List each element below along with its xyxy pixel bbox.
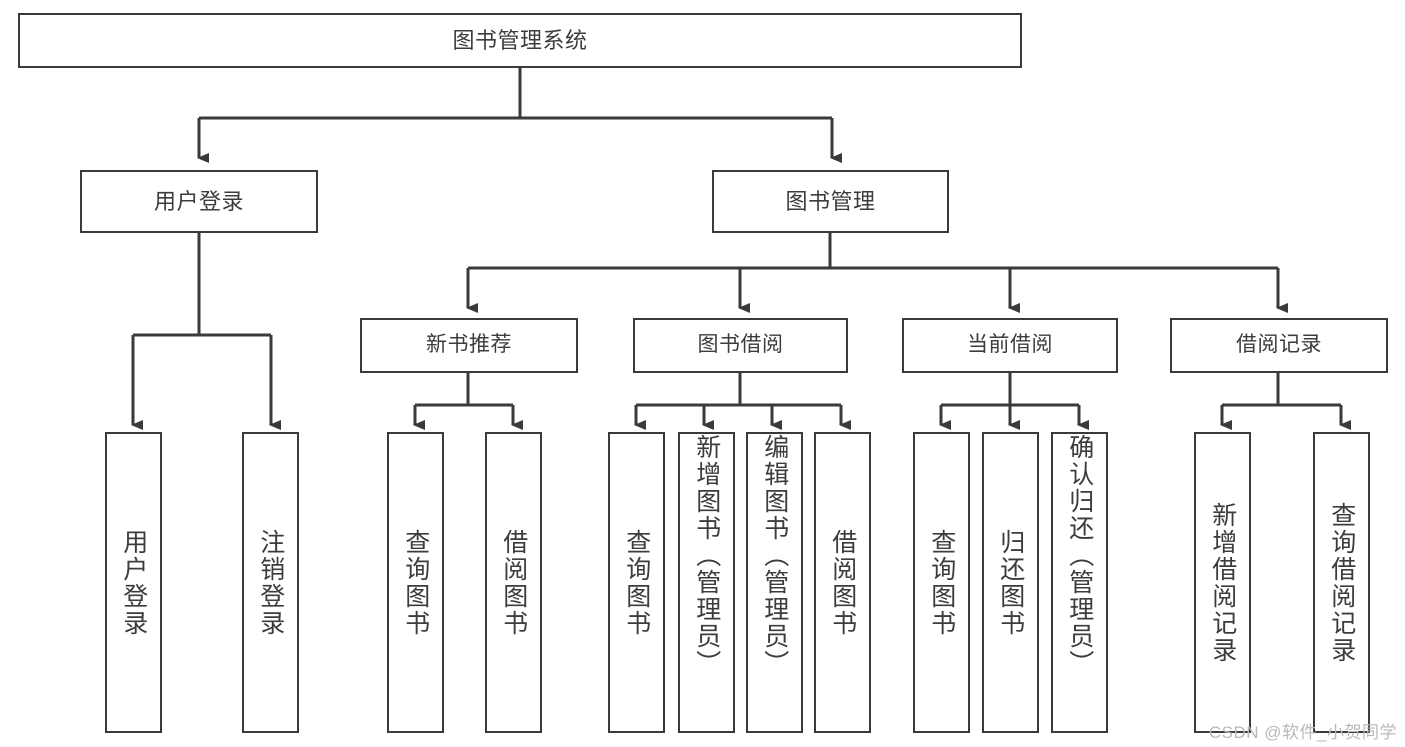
node-user-login-label: 用户登录 <box>153 188 244 214</box>
node-book-management-label: 图书管理 <box>785 188 876 214</box>
leaf-query-book-current-label: 查询图书 <box>927 528 956 637</box>
node-user-login[interactable]: 用户登录 <box>80 170 318 233</box>
leaf-query-book-recommend[interactable]: 查询图书 <box>387 432 444 733</box>
leaf-edit-book-admin[interactable]: 编辑图书（管理员） <box>746 432 803 733</box>
leaf-add-book-admin[interactable]: 新增图书（管理员） <box>678 432 735 733</box>
leaf-borrow-book-recommend-label: 借阅图书 <box>499 528 528 637</box>
node-book-borrow[interactable]: 图书借阅 <box>633 318 848 373</box>
leaf-borrow-book-label: 借阅图书 <box>828 528 857 637</box>
leaf-edit-book-admin-label: 编辑图书（管理员） <box>760 434 789 677</box>
leaf-query-book-borrow-label: 查询图书 <box>622 528 651 637</box>
node-book-management[interactable]: 图书管理 <box>712 170 949 233</box>
leaf-logout[interactable]: 注销登录 <box>242 432 299 733</box>
leaf-return-book[interactable]: 归还图书 <box>982 432 1039 733</box>
leaf-query-borrow-record[interactable]: 查询借阅记录 <box>1313 432 1370 733</box>
csdn-watermark: CSDN @软件_小贺同学 <box>1208 723 1397 742</box>
leaf-add-borrow-record-label: 新增借阅记录 <box>1208 501 1237 664</box>
node-new-book-recommend-label: 新书推荐 <box>426 333 512 357</box>
leaf-user-login[interactable]: 用户登录 <box>105 432 162 733</box>
leaf-add-book-admin-label: 新增图书（管理员） <box>692 434 721 677</box>
leaf-query-borrow-record-label: 查询借阅记录 <box>1327 501 1356 664</box>
node-borrow-record-label: 借阅记录 <box>1236 333 1322 357</box>
leaf-add-borrow-record[interactable]: 新增借阅记录 <box>1194 432 1251 733</box>
leaf-confirm-return-admin-label: 确认归还（管理员） <box>1065 434 1094 677</box>
node-root[interactable]: 图书管理系统 <box>18 13 1022 68</box>
node-borrow-record[interactable]: 借阅记录 <box>1170 318 1388 373</box>
leaf-return-book-label: 归还图书 <box>996 528 1025 637</box>
leaf-borrow-book-recommend[interactable]: 借阅图书 <box>485 432 542 733</box>
node-new-book-recommend[interactable]: 新书推荐 <box>360 318 578 373</box>
leaf-borrow-book[interactable]: 借阅图书 <box>814 432 871 733</box>
node-root-label: 图书管理系统 <box>452 27 588 53</box>
leaf-logout-label: 注销登录 <box>256 528 285 637</box>
leaf-query-book-current[interactable]: 查询图书 <box>913 432 970 733</box>
leaf-confirm-return-admin[interactable]: 确认归还（管理员） <box>1051 432 1108 733</box>
leaf-query-book-recommend-label: 查询图书 <box>401 528 430 637</box>
leaf-user-login-label: 用户登录 <box>119 528 148 637</box>
node-current-borrow-label: 当前借阅 <box>967 333 1053 357</box>
leaf-query-book-borrow[interactable]: 查询图书 <box>608 432 665 733</box>
node-book-borrow-label: 图书借阅 <box>697 333 784 357</box>
node-current-borrow[interactable]: 当前借阅 <box>902 318 1118 373</box>
